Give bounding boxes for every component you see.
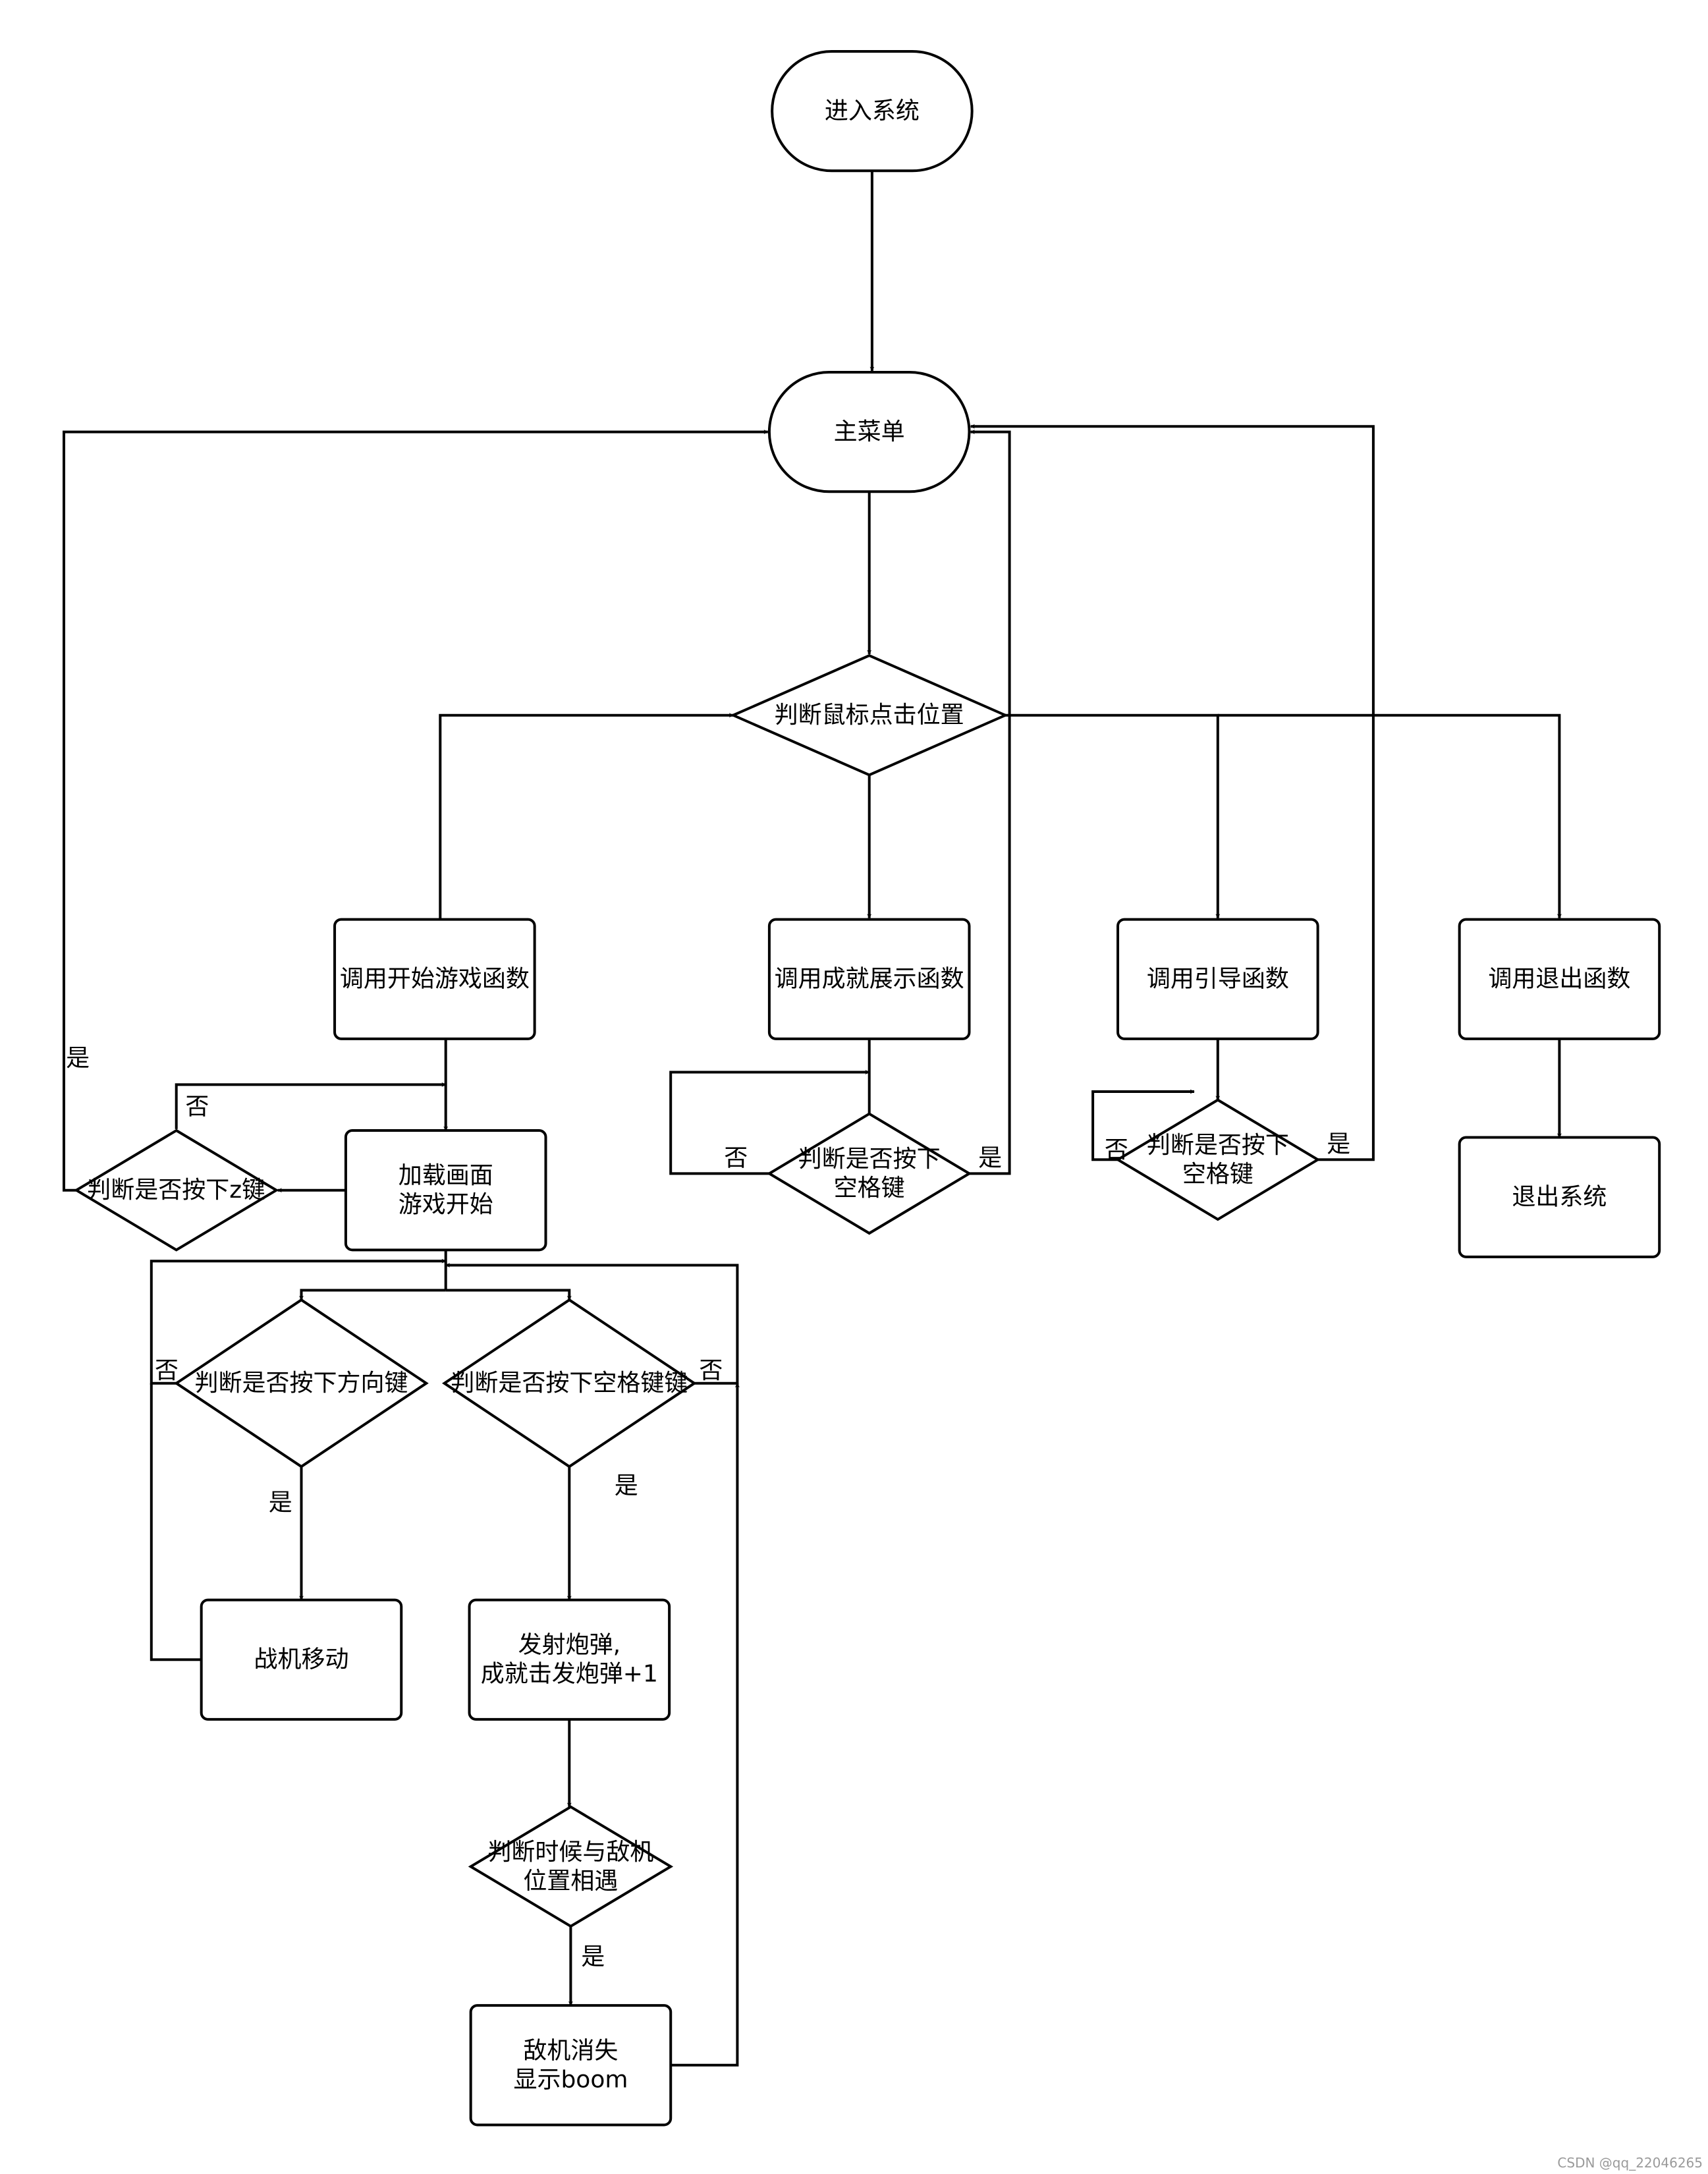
node-call-start: 调用开始游戏函数	[333, 918, 536, 1040]
node-shape	[771, 50, 974, 173]
edges	[63, 171, 1562, 2067]
node-judge-mouse: 判断鼠标点击位置	[730, 654, 1009, 777]
edge-branch-to-dir	[299, 1289, 446, 1300]
node-judge-z: 判断是否按下z键	[74, 1129, 279, 1252]
node-shape	[200, 1598, 403, 1721]
node-judge-dir: 判断是否按下方向键	[174, 1298, 429, 1468]
node-shape	[469, 2004, 673, 2127]
node-shape	[1458, 1136, 1661, 1258]
edge-label-z-yes: 是	[66, 1045, 90, 1072]
node-plane-move: 战机移动	[200, 1598, 403, 1721]
node-label: 发射炮弹,	[518, 1632, 620, 1659]
node-label: 游戏开始	[399, 1191, 493, 1218]
node-label: 敌机消失	[523, 2037, 618, 2064]
edge-label-sa-yes: 是	[978, 1145, 1002, 1172]
edge-labels: 是否否是否是否是否是是	[66, 1045, 1350, 1970]
node-label: 退出系统	[1512, 1184, 1607, 1211]
node-label: 加载画面	[399, 1162, 493, 1189]
edge-space-a-yes-to-menu	[969, 430, 1011, 1175]
node-label: 判断是否按下z键	[87, 1177, 265, 1204]
node-label: 判断是否按下空格键键	[451, 1370, 688, 1397]
node-judge-space-a: 判断是否按下空格键	[767, 1112, 972, 1235]
edge-z-no-loop	[175, 1082, 447, 1129]
edge-label-sa-no: 否	[724, 1145, 748, 1172]
node-shape	[1116, 918, 1319, 1040]
node-label: 显示boom	[513, 2066, 628, 2093]
edge-label-meet-yes: 是	[581, 1943, 605, 1970]
node-enter: 进入系统	[771, 50, 974, 173]
node-judge-space-g: 判断是否按下空格键	[1115, 1098, 1321, 1221]
edge-label-z-no: 否	[185, 1094, 209, 1121]
edge-space-g-no-loop	[1091, 1089, 1195, 1161]
node-shape	[1458, 918, 1661, 1040]
node-label: 主菜单	[834, 418, 905, 445]
node-shape	[344, 1129, 547, 1252]
node-label: 判断是否按下方向键	[194, 1370, 408, 1397]
node-label: 空格键	[834, 1175, 905, 1202]
edge-space-a-no-loop	[669, 1070, 870, 1175]
node-exit-system: 退出系统	[1458, 1136, 1661, 1258]
edge-gone-to-loop	[671, 1382, 740, 2067]
edge-space-g-yes-to-menu	[970, 424, 1375, 1161]
edge-label-fire-no: 否	[699, 1357, 723, 1384]
node-label: 判断是否按下	[1147, 1132, 1289, 1159]
node-label: 成就击发炮弹+1	[481, 1661, 658, 1688]
edge-label-dir-no: 否	[155, 1357, 179, 1384]
watermark: CSDN @qq_22046265	[1557, 2155, 1703, 2171]
node-label: 判断鼠标点击位置	[775, 702, 964, 729]
node-shape	[468, 1598, 671, 1721]
node-shape	[74, 1129, 279, 1252]
edge-label-fire-yes: 是	[615, 1472, 638, 1499]
node-call-exit: 调用退出函数	[1458, 918, 1661, 1040]
edge-label-sg-yes: 是	[1327, 1131, 1350, 1158]
node-call-guide: 调用引导函数	[1116, 918, 1319, 1040]
node-label: 空格键	[1182, 1161, 1253, 1188]
edge-move-to-load	[150, 1383, 203, 1661]
node-label: 判断时候与敌机	[487, 1839, 653, 1866]
node-shape	[767, 1112, 972, 1235]
node-shape	[767, 918, 971, 1040]
edge-fire-no-to-load	[445, 1263, 739, 1385]
node-label: 进入系统	[825, 98, 920, 125]
node-label: 调用退出函数	[1488, 966, 1630, 993]
edge-label-dir-yes: 是	[269, 1490, 292, 1517]
node-label: 调用成就展示函数	[775, 966, 964, 993]
edge-branch-to-fire	[445, 1289, 572, 1300]
node-label: 判断是否按下	[798, 1146, 941, 1173]
node-fire: 发射炮弹,成就击发炮弹+1	[468, 1598, 671, 1721]
node-main-menu: 主菜单	[767, 370, 971, 493]
node-label: 位置相遇	[523, 1868, 618, 1895]
edge-start-to-judge-mouse	[439, 713, 734, 920]
edge-judge-to-guide	[1005, 713, 1221, 919]
node-shape	[1115, 1098, 1321, 1221]
node-label: 调用开始游戏函数	[340, 966, 530, 993]
edge-judge-to-exit	[1217, 713, 1562, 919]
node-judge-fire: 判断是否按下空格键键	[441, 1298, 697, 1468]
node-shape	[767, 370, 971, 493]
node-shape	[468, 1805, 674, 1928]
edge-label-sg-no: 否	[1105, 1136, 1128, 1163]
node-label: 调用引导函数	[1147, 966, 1289, 993]
node-shape	[730, 654, 1009, 777]
node-shape	[441, 1298, 697, 1468]
edge-z-yes-to-menu	[63, 430, 769, 1192]
node-call-achieve: 调用成就展示函数	[767, 918, 971, 1040]
node-label: 战机移动	[254, 1646, 348, 1673]
edge-dir-no-to-load	[150, 1258, 447, 1385]
node-shape	[333, 918, 536, 1040]
node-shape	[174, 1298, 429, 1468]
